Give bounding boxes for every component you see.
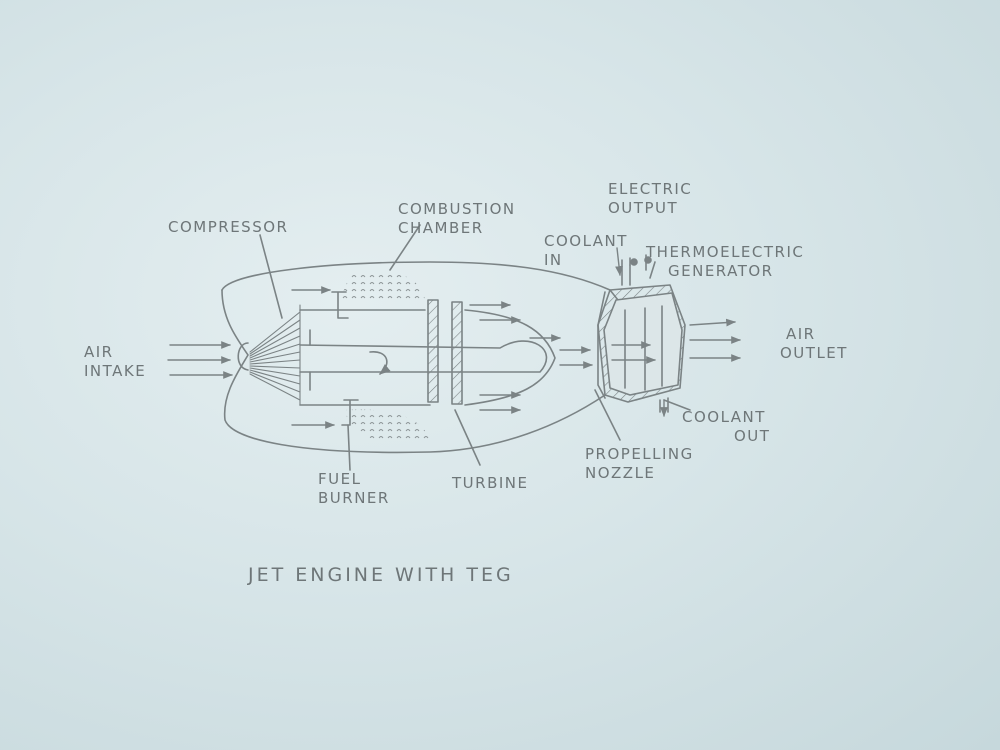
shaft — [300, 341, 546, 372]
compressor — [250, 305, 300, 405]
label-compressor: COMPRESSOR — [168, 218, 288, 237]
turbine-disc-2 — [452, 302, 462, 404]
diagram-title: JET ENGINE WITH TEG — [248, 566, 514, 585]
turbine-disc-1 — [428, 300, 438, 402]
label-turbine: TURBINE — [452, 474, 528, 493]
